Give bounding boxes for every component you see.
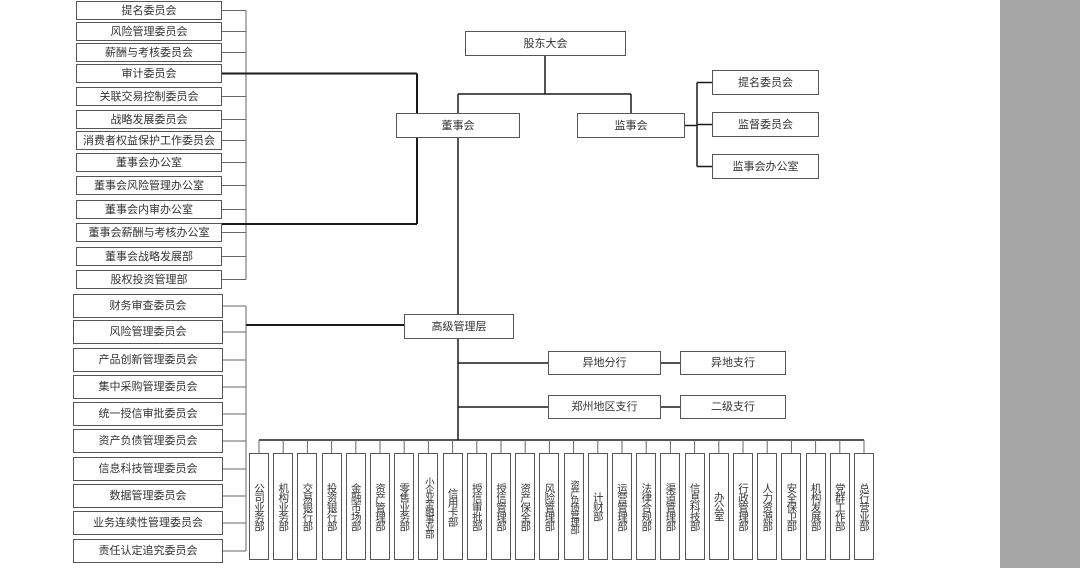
department-box: 交易银行部	[297, 453, 318, 560]
department-box: 运营管理部	[612, 453, 632, 560]
board-unit-box: 战略发展委员会	[76, 110, 222, 129]
committee-box: 数据管理委员会	[73, 484, 223, 508]
department-box: 授信审批部	[466, 453, 487, 560]
sub-branch-box: 异地支行	[680, 351, 786, 375]
department-box: 资产保全部	[515, 453, 536, 560]
department-box: 授信管理部	[491, 453, 511, 560]
committee-box: 统一授信审批委员会	[73, 402, 223, 426]
department-box: 信用卡部	[442, 453, 463, 560]
committee-box: 资产负债管理委员会	[73, 429, 223, 453]
department-box: 办公室	[708, 453, 729, 560]
department-box: 资产负债管理部	[563, 453, 584, 560]
department-box: 信息科技部	[684, 453, 705, 560]
department-box: 小企业金融事业部	[418, 453, 439, 560]
department-box: 总行营业部	[854, 453, 874, 560]
board-unit-box: 股权投资管理部	[76, 270, 222, 289]
org-chart: 股东大会 董事会 监事会 高级管理层 提名委员会风险管理委员会薪酬与考核委员会审…	[73, 1, 874, 563]
shareholders-meeting-box: 股东大会	[465, 31, 626, 56]
board-unit-box: 提名委员会	[76, 1, 222, 20]
committee-box: 责任认定追究委员会	[73, 539, 223, 563]
supervisory-unit-box: 提名委员会	[712, 70, 819, 95]
committee-box: 信息科技管理委员会	[73, 457, 223, 481]
sub-branch-box: 二级支行	[680, 395, 786, 419]
department-box: 机构发展部	[805, 453, 826, 560]
department-box: 资产管理部	[370, 453, 390, 560]
department-box: 党群工作部	[829, 453, 850, 560]
board-unit-box: 风险管理委员会	[76, 22, 222, 41]
department-box: 机构业务部	[273, 453, 294, 560]
department-box: 渠道管理部	[660, 453, 681, 560]
side-panel	[1000, 0, 1080, 568]
branch-box: 郑州地区支行	[548, 395, 661, 419]
branch-box: 异地分行	[548, 351, 661, 375]
supervisory-board-box: 监事会	[577, 113, 685, 138]
department-box: 零售业务部	[394, 453, 415, 560]
department-box: 行政管理部	[733, 453, 753, 560]
board-unit-box: 董事会风险管理办公室	[76, 176, 222, 195]
department-box: 安全保卫部	[781, 453, 802, 560]
connector-lines	[222, 10, 865, 552]
supervisory-unit-box: 监事会办公室	[712, 154, 819, 179]
board-of-directors-box: 董事会	[396, 113, 520, 138]
board-unit-box: 审计委员会	[76, 64, 222, 83]
department-box: 金融市场部	[345, 453, 366, 560]
department-box: 公司业务部	[249, 453, 269, 560]
department-box: 投资银行部	[321, 453, 342, 560]
board-unit-box: 消费者权益保护工作委员会	[76, 131, 222, 150]
board-unit-box: 董事会内审办公室	[76, 200, 222, 219]
department-box: 计财部	[587, 453, 608, 560]
committee-box: 集中采购管理委员会	[73, 375, 223, 399]
board-unit-box: 薪酬与考核委员会	[76, 43, 222, 62]
board-unit-box: 董事会薪酬与考核办公室	[76, 223, 222, 242]
committee-box: 业务连续性管理委员会	[73, 511, 223, 535]
board-unit-box: 关联交易控制委员会	[76, 87, 222, 106]
senior-management-box: 高级管理层	[404, 314, 514, 339]
supervisory-unit-box: 监督委员会	[712, 112, 819, 137]
committee-box: 财务审查委员会	[73, 294, 223, 318]
committee-box: 产品创新管理委员会	[73, 348, 223, 372]
committee-box: 风险管理委员会	[73, 320, 223, 344]
department-box: 风险管理部	[539, 453, 560, 560]
board-unit-box: 董事会战略发展部	[76, 247, 222, 266]
board-unit-box: 董事会办公室	[76, 153, 222, 172]
department-box: 法律合规部	[636, 453, 657, 560]
department-box: 人力资源部	[757, 453, 778, 560]
